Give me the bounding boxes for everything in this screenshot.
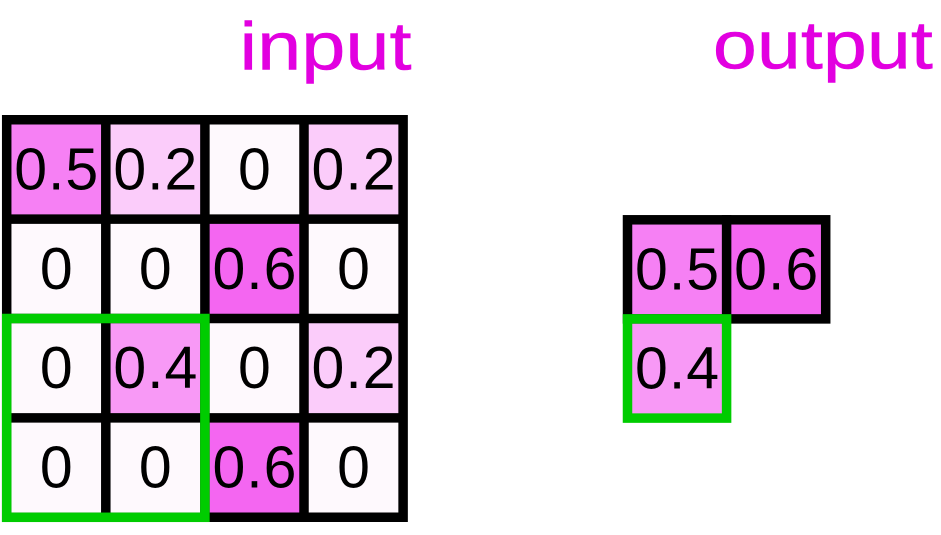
svg-text:0: 0 [40, 335, 73, 401]
svg-text:0.5: 0.5 [635, 236, 719, 302]
svg-text:0.6: 0.6 [734, 236, 818, 302]
svg-text:0: 0 [337, 435, 370, 501]
svg-text:0: 0 [139, 236, 172, 302]
svg-text:0.4: 0.4 [113, 335, 197, 401]
svg-text:0.2: 0.2 [312, 335, 396, 401]
svg-text:0.4: 0.4 [635, 336, 719, 402]
svg-text:0: 0 [40, 435, 73, 501]
svg-text:input: input [240, 9, 412, 85]
svg-text:0: 0 [238, 335, 271, 401]
svg-text:0.2: 0.2 [312, 136, 396, 202]
svg-text:0.6: 0.6 [212, 236, 296, 302]
svg-text:0: 0 [238, 136, 271, 202]
svg-text:output: output [713, 8, 933, 84]
svg-text:0: 0 [337, 236, 370, 302]
svg-text:0: 0 [139, 435, 172, 501]
svg-text:0: 0 [40, 236, 73, 302]
svg-text:0.5: 0.5 [14, 136, 98, 202]
svg-text:0.2: 0.2 [113, 136, 197, 202]
svg-text:0.6: 0.6 [212, 435, 296, 501]
